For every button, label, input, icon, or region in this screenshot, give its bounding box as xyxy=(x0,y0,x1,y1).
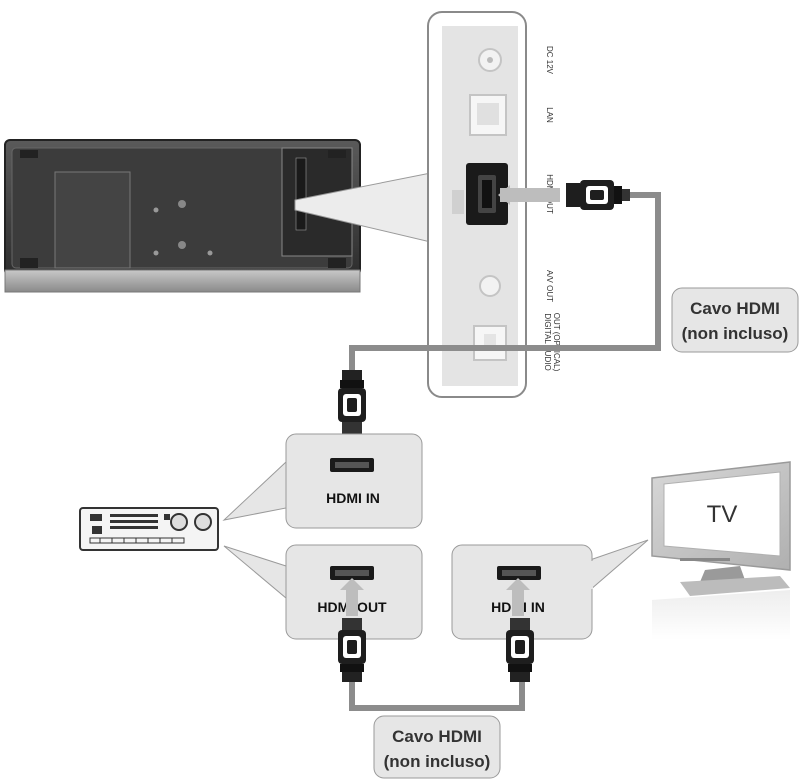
lan-label: LAN xyxy=(545,107,554,123)
bottom-cable-label: Cavo HDMI (non incluso) xyxy=(373,715,501,779)
top-cable-label-line2: (non incluso) xyxy=(682,324,789,343)
optical-port xyxy=(473,325,507,361)
receiver-hdmi-out-port xyxy=(330,566,374,580)
tv-hdmi-in-port xyxy=(497,566,541,580)
optical-label: OUT (OPTICAL) xyxy=(552,313,561,372)
hdmi-out-port xyxy=(452,163,508,225)
top-cable-plug-horizontal xyxy=(566,180,630,210)
tv: TV xyxy=(651,461,791,640)
av-out-port xyxy=(479,275,501,297)
bottom-cable-plug-left xyxy=(338,618,366,682)
dc-label: DC 12V xyxy=(545,46,554,75)
lan-port xyxy=(469,94,507,136)
bottom-hdmi-cable xyxy=(338,578,534,711)
tv-hdmi-in-callout: HDMI IN xyxy=(451,539,649,640)
dc-jack xyxy=(478,48,502,72)
soundbar-device xyxy=(4,139,361,293)
receiver-hdmi-out-callout: HDMI OUT xyxy=(223,544,423,640)
digital-audio-label: DIGITAL AUDIO xyxy=(543,313,552,370)
bottom-cable-label-line2: (non incluso) xyxy=(384,752,491,771)
bottom-cable-label-line1: Cavo HDMI xyxy=(392,727,482,746)
bottom-cable-plug-right xyxy=(506,618,534,682)
av-receiver xyxy=(79,507,219,551)
top-cable-label-line1: Cavo HDMI xyxy=(690,299,780,318)
tv-screen-label: TV xyxy=(707,501,738,528)
receiver-hdmi-in-port xyxy=(330,458,374,472)
av-out-label: A/V OUT xyxy=(545,270,554,302)
receiver-hdmi-in-callout: HDMI IN xyxy=(222,433,423,529)
top-cable-label: Cavo HDMI (non incluso) xyxy=(671,287,799,353)
rear-panel: DC 12V LAN HDMI OUT A/V OUT DIGITAL AUDI… xyxy=(427,11,561,398)
receiver-hdmi-in-label: HDMI IN xyxy=(326,490,380,506)
top-cable-plug-vertical xyxy=(338,370,366,434)
